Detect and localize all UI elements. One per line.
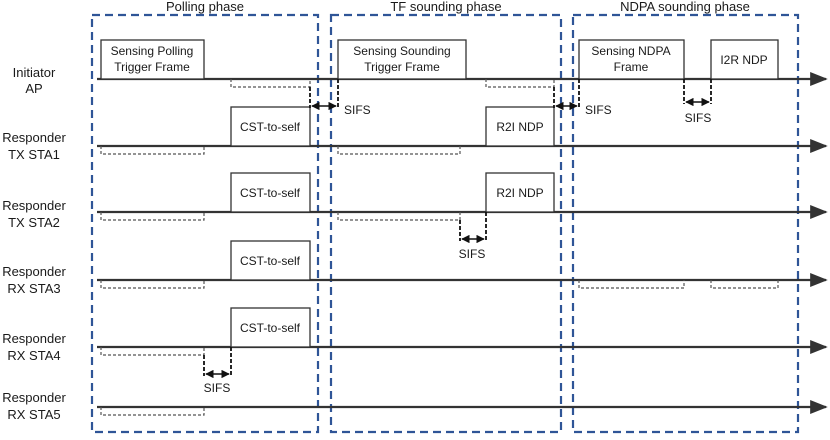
- sta2-receive-window-tf: [337, 212, 461, 221]
- phase-title-polling: Polling phase: [166, 0, 244, 14]
- sta3-receive-window-polling: [100, 280, 205, 289]
- sifs-label-sta4-to-cts: SIFS: [204, 381, 231, 395]
- row-label-tx-sta2-line1: Responder: [2, 198, 66, 213]
- ap-receive-window-polling: [230, 79, 311, 88]
- sta1-receive-window-polling: [100, 146, 205, 155]
- sta1-r2i-ndp-box: [485, 106, 555, 147]
- row-label-tx-sta2-line2: TX STA2: [8, 215, 60, 230]
- sifs-marker-ndpa-to-i2r: SIFS: [683, 79, 712, 125]
- sta4-cts-to-self-label: CST-to-self: [240, 321, 301, 335]
- sensing-polling-trigger-frame-label-line1: Sensing Polling: [111, 44, 194, 58]
- sta4-receive-window-polling: [100, 347, 205, 356]
- sensing-ndpa-frame-label-line2: Frame: [614, 60, 649, 74]
- sensing-ndpa-frame-box: [578, 39, 685, 80]
- row-label-initiator-ap-line1: Initiator: [13, 65, 56, 80]
- sta1-cts-to-self-box: [230, 106, 311, 147]
- sta3-receive-window-ndpa: [578, 280, 685, 289]
- row-label-tx-sta1-line1: Responder: [2, 130, 66, 145]
- sifs-label-polling-to-tf: SIFS: [344, 103, 371, 117]
- phase-title-tf-sounding: TF sounding phase: [390, 0, 501, 14]
- sta1-cts-to-self-label: CST-to-self: [240, 120, 301, 134]
- tf-sounding-phase-box: [329, 13, 563, 434]
- ndpa-sounding-phase-box: [571, 13, 800, 434]
- sensing-polling-trigger-frame-label-line2: Trigger Frame: [114, 60, 190, 74]
- sta4-cts-to-self-box: [230, 307, 311, 348]
- sta5-receive-window-polling: [100, 407, 205, 416]
- row-label-rx-sta5-line1: Responder: [2, 390, 66, 405]
- sifs-marker-sta2-tf-to-r2i: SIFS: [459, 212, 487, 261]
- sta3-receive-window-i2r-ndp: [710, 280, 779, 289]
- polling-phase-box: [90, 13, 320, 434]
- i2r-ndp-label: I2R NDP: [720, 53, 767, 67]
- sensing-sounding-trigger-frame-label-line1: Sensing Sounding: [353, 44, 450, 58]
- sta1-r2i-ndp-label: R2I NDP: [496, 120, 543, 134]
- sta3-cts-to-self-label: CST-to-self: [240, 254, 301, 268]
- sta3-cts-to-self-box: [230, 240, 311, 281]
- sta2-cts-to-self-box: [230, 172, 311, 213]
- row-label-rx-sta4-line2: RX STA4: [7, 348, 60, 363]
- i2r-ndp-box: [710, 39, 779, 80]
- sta2-receive-window-polling: [100, 212, 205, 221]
- sifs-marker-tf-to-ndpa: SIFS: [553, 79, 612, 117]
- sensing-sounding-trigger-frame-label-line2: Trigger Frame: [364, 60, 440, 74]
- sifs-label-ndpa-to-i2r: SIFS: [685, 111, 712, 125]
- sta1-receive-window-tf: [337, 146, 461, 155]
- sensing-polling-trigger-frame-box: [100, 39, 205, 80]
- sifs-marker-polling-to-tf: SIFS: [309, 79, 371, 117]
- ap-receive-window-tf: [485, 79, 555, 88]
- row-label-tx-sta1-line2: TX STA1: [8, 147, 60, 162]
- sta2-r2i-ndp-label: R2I NDP: [496, 186, 543, 200]
- sifs-label-sta2-tf-to-r2i: SIFS: [459, 247, 486, 261]
- row-label-rx-sta3-line1: Responder: [2, 264, 66, 279]
- sta2-r2i-ndp-box: [485, 172, 555, 213]
- sta2-cts-to-self-label: CST-to-self: [240, 186, 301, 200]
- sensing-ndpa-frame-label-line1: Sensing NDPA: [591, 44, 670, 58]
- row-label-rx-sta5-line2: RX STA5: [7, 407, 60, 422]
- sifs-marker-sta4-to-cts: SIFS: [203, 347, 232, 395]
- sifs-label-tf-to-ndpa: SIFS: [585, 103, 612, 117]
- row-label-rx-sta3-line2: RX STA3: [7, 281, 60, 296]
- row-label-rx-sta4-line1: Responder: [2, 331, 66, 346]
- phase-title-ndpa-sounding: NDPA sounding phase: [620, 0, 750, 14]
- row-label-initiator-ap-line2: AP: [25, 81, 42, 96]
- sensing-sounding-trigger-frame-box: [337, 39, 467, 80]
